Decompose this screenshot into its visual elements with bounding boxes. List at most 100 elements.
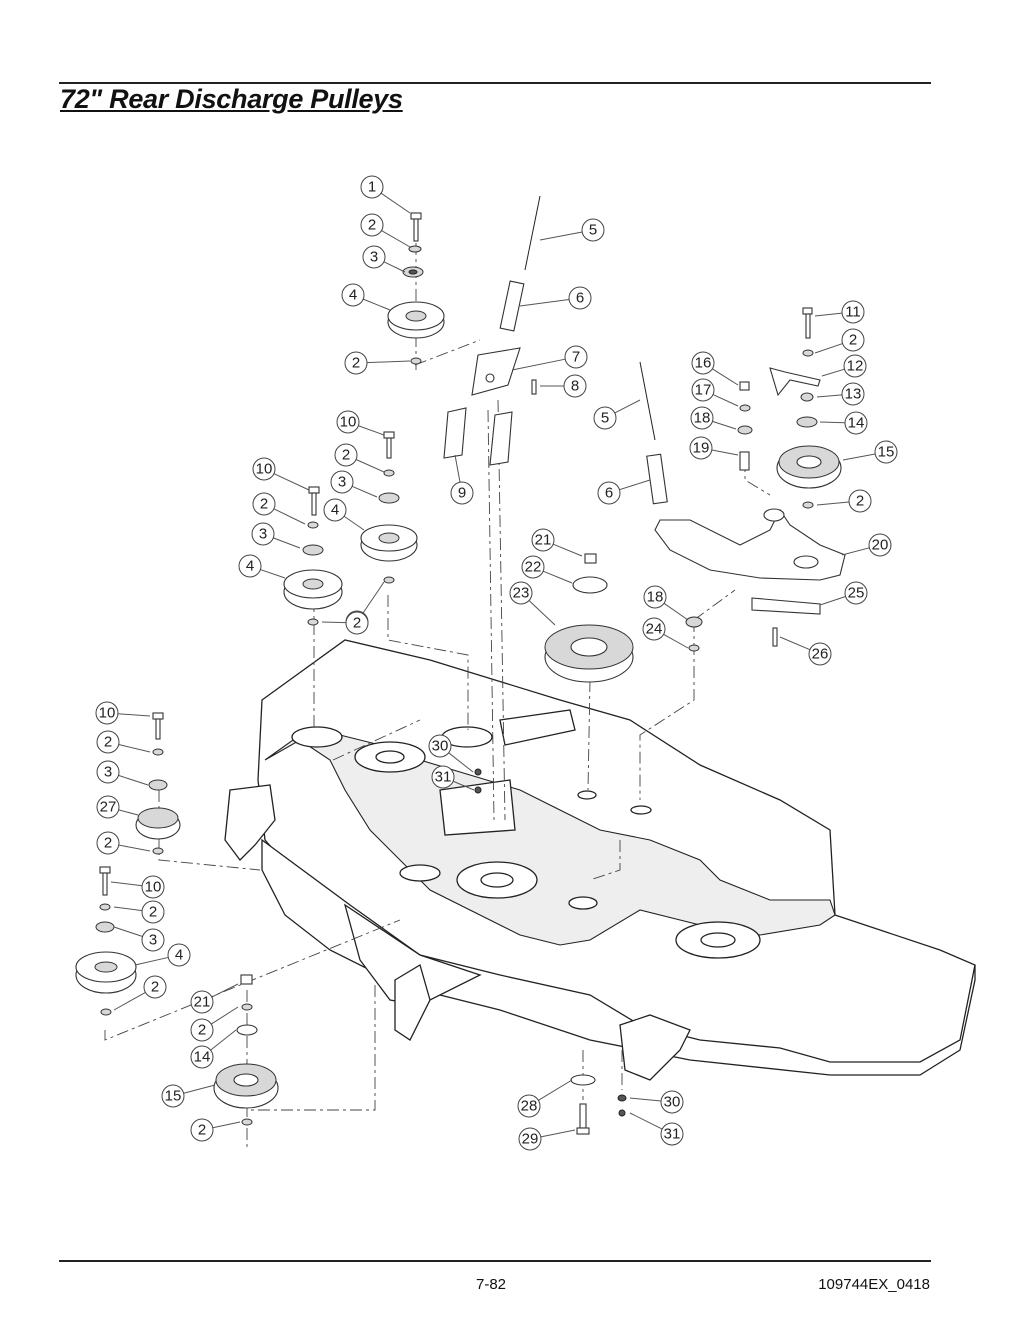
- leader-line: [380, 192, 411, 214]
- callout-4: 4: [323, 498, 365, 531]
- callout-label: 10: [340, 414, 357, 431]
- callout-20: 20: [841, 533, 892, 557]
- callout-bubble: [323, 498, 347, 522]
- leader-line: [712, 368, 739, 386]
- leader-line: [821, 368, 845, 377]
- leader-line: [629, 1112, 663, 1130]
- callout-bubble: [96, 795, 120, 819]
- leader-line: [629, 1097, 662, 1102]
- callout-label: 2: [151, 979, 159, 996]
- callout-label: 2: [104, 835, 112, 852]
- callout-2: 2: [334, 443, 385, 473]
- leader-line: [273, 508, 306, 525]
- callout-bubble: [691, 351, 715, 375]
- callout-label: 13: [845, 386, 862, 403]
- callout-16: 16: [691, 351, 739, 386]
- callout-2: 2: [190, 1006, 239, 1042]
- callout-label: 10: [256, 461, 273, 478]
- callout-label: 9: [458, 485, 466, 502]
- leader-line: [383, 261, 406, 273]
- callout-bubble: [868, 533, 892, 557]
- callout-bubble: [167, 943, 191, 967]
- callout-label: 24: [646, 621, 663, 638]
- callout-label: 2: [198, 1022, 206, 1039]
- leader-line: [113, 926, 143, 937]
- callout-label: 14: [848, 415, 865, 432]
- callout-bubble: [95, 701, 119, 725]
- callout-label: 3: [338, 474, 346, 491]
- callout-label: 2: [368, 217, 376, 234]
- far-left-pulley-stack-upper: [135, 712, 181, 855]
- callout-bubble: [517, 1094, 541, 1118]
- callout-1: 1: [360, 175, 411, 214]
- leader-line: [841, 547, 870, 556]
- callout-6: 6: [597, 479, 651, 505]
- leader-line: [273, 537, 301, 549]
- callout-label: 2: [198, 1122, 206, 1139]
- callout-bubble: [428, 734, 452, 758]
- callout-label: 22: [525, 559, 542, 576]
- callout-bubble: [344, 351, 368, 375]
- callout-bubble: [848, 489, 872, 513]
- callout-10: 10: [336, 410, 385, 436]
- callout-5: 5: [593, 399, 641, 430]
- callout-21: 21: [531, 528, 583, 557]
- callout-bubble: [843, 354, 867, 378]
- leader-line: [538, 1079, 573, 1101]
- leader-line: [183, 1084, 216, 1094]
- callout-4: 4: [134, 943, 191, 967]
- callout-label: 4: [331, 502, 339, 519]
- leader-line: [211, 1006, 239, 1025]
- callout-label: 2: [104, 734, 112, 751]
- callout-31: 31: [629, 1112, 684, 1146]
- leader-line: [552, 543, 583, 557]
- callout-bubble: [841, 382, 865, 406]
- leader-line: [118, 744, 151, 753]
- callout-bubble: [96, 831, 120, 855]
- callout-bubble: [660, 1122, 684, 1146]
- callout-bubble: [238, 554, 262, 578]
- callout-bubble: [531, 528, 555, 552]
- callout-2: 2: [96, 831, 151, 855]
- callout-bubble: [841, 328, 865, 352]
- callout-bubble: [360, 175, 384, 199]
- callout-label: 1: [368, 179, 376, 196]
- leader-line: [210, 1029, 237, 1051]
- callout-21: 21: [190, 983, 239, 1014]
- leader-line: [448, 752, 474, 773]
- callout-bubble: [689, 436, 713, 460]
- leader-line: [343, 515, 365, 531]
- callout-label: 5: [589, 222, 597, 239]
- callout-2: 2: [816, 489, 872, 513]
- leader-line: [260, 569, 286, 579]
- callout-bubble: [521, 555, 545, 579]
- leader-line: [711, 449, 739, 456]
- callout-bubble: [642, 617, 666, 641]
- leader-line: [819, 421, 846, 424]
- callout-30: 30: [428, 734, 474, 773]
- callout-7: 7: [511, 345, 588, 371]
- leader-line: [355, 459, 385, 473]
- callout-bubble: [808, 642, 832, 666]
- callout-4: 4: [238, 554, 286, 579]
- leader-line: [273, 473, 310, 491]
- callout-19: 19: [689, 436, 739, 460]
- callout-30: 30: [629, 1090, 684, 1114]
- leader-line: [117, 713, 151, 717]
- callout-29: 29: [518, 1127, 576, 1151]
- callout-4: 4: [341, 283, 391, 311]
- callout-label: 26: [812, 646, 829, 663]
- callout-2: 2: [321, 611, 369, 635]
- callout-2: 2: [344, 351, 411, 375]
- callout-label: 25: [848, 585, 865, 602]
- callout-bubble: [518, 1127, 542, 1151]
- callout-label: 14: [194, 1049, 211, 1066]
- callout-label: 21: [535, 532, 552, 549]
- leader-line: [528, 600, 556, 626]
- callout-bubble: [334, 443, 358, 467]
- callout-bubble: [345, 611, 369, 635]
- callout-label: 15: [878, 444, 895, 461]
- callout-17: 17: [691, 378, 739, 407]
- callout-bubble: [341, 283, 365, 307]
- callout-bubble: [568, 286, 592, 310]
